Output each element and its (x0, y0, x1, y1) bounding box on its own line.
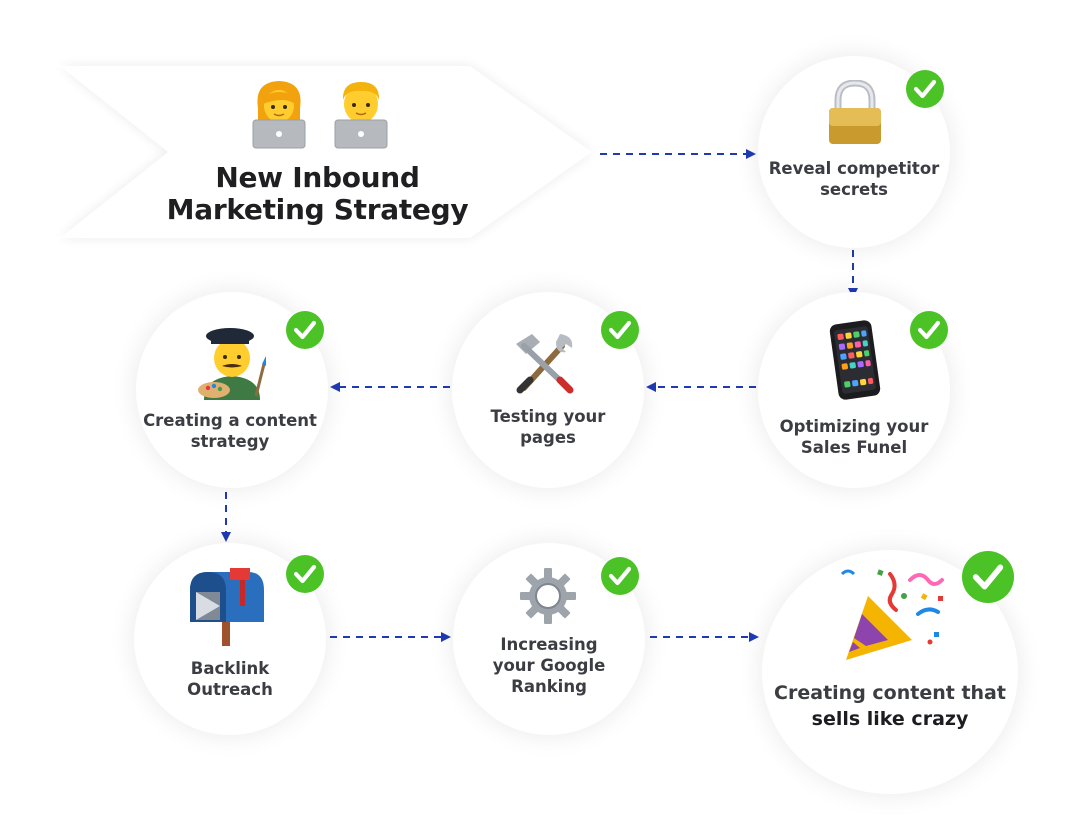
party-popper-icon (838, 566, 948, 670)
check-icon (906, 70, 944, 108)
padlock-icon (826, 79, 884, 150)
hammer-and-wrench-icon (510, 330, 576, 400)
check-icon (962, 551, 1014, 603)
artist-icon (194, 322, 270, 404)
arrowhead (441, 632, 451, 642)
check-icon (286, 311, 324, 349)
arrowhead (330, 382, 340, 392)
check-icon (601, 311, 639, 349)
check-icon (286, 555, 324, 593)
mobile-phone-icon (826, 318, 884, 406)
arrowhead (646, 382, 656, 392)
arrowhead (749, 632, 759, 642)
woman-technologist-icon (248, 78, 310, 154)
gear-icon (518, 566, 578, 630)
mailbox-icon (188, 566, 266, 650)
diagram-title: New Inbound Marketing Strategy (150, 162, 485, 226)
man-technologist-icon (330, 78, 392, 154)
title-line-2: Marketing Strategy (166, 193, 469, 226)
arrowhead (746, 149, 756, 159)
title-line-1: New Inbound (215, 161, 420, 194)
check-icon (601, 557, 639, 595)
arrowhead (221, 532, 231, 542)
check-icon (910, 311, 948, 349)
